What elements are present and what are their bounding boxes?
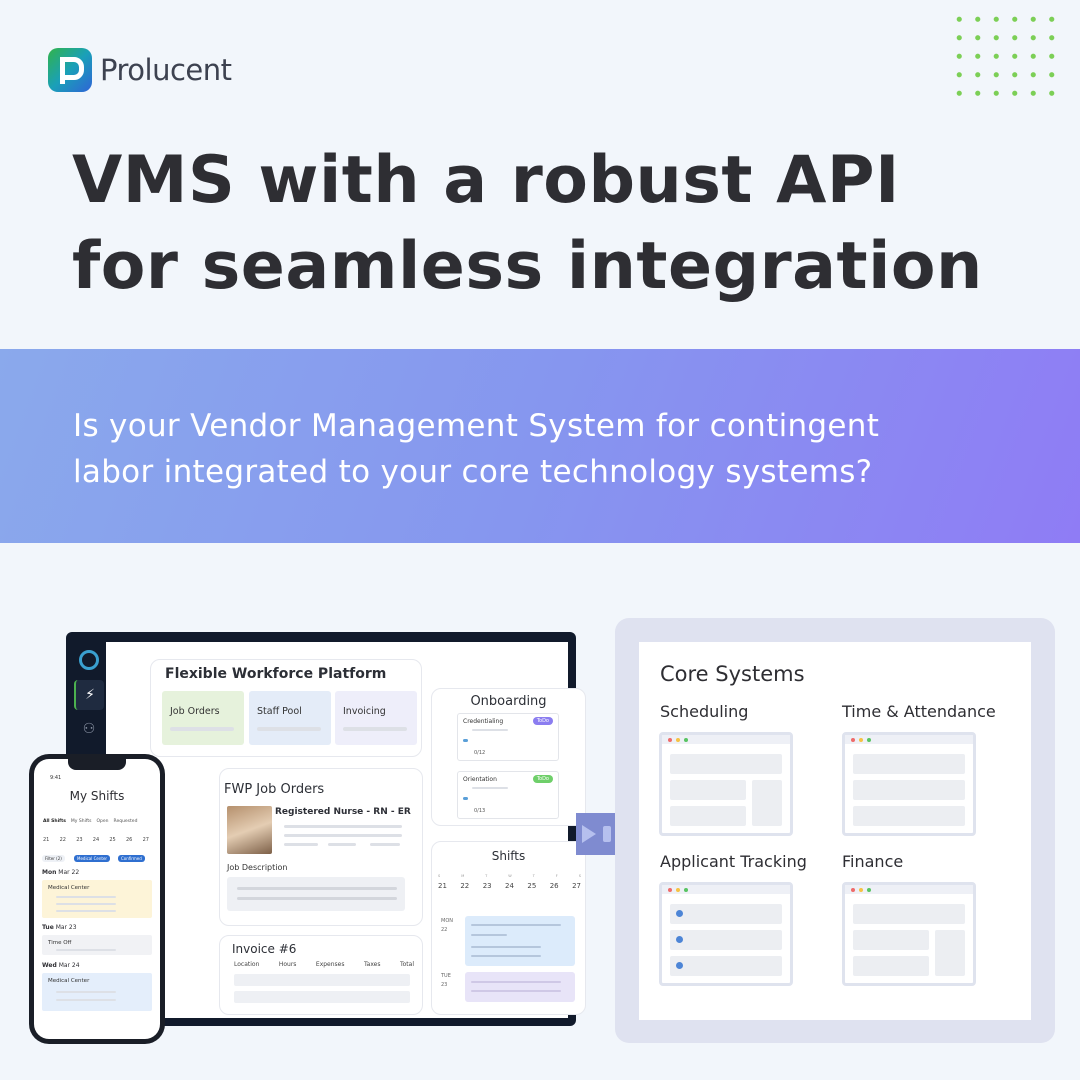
phone-shift-card[interactable]: Medical Center [42, 880, 152, 918]
status-badge: ToDo [532, 775, 553, 783]
sidebar-item-network-icon[interactable]: ⚇ [82, 721, 96, 737]
tile-job-orders[interactable]: Job Orders [162, 691, 244, 745]
onboarding-card: Onboarding Credentialing ToDo 0/12 Orien… [431, 688, 586, 826]
phone-screen: 9:41 My Shifts All Shifts My Shifts Open… [34, 759, 160, 1039]
onboarding-count: 0/12 [474, 750, 486, 756]
brand-name: Prolucent [100, 53, 232, 87]
finance-window[interactable] [842, 882, 976, 986]
decorative-dot-grid [950, 10, 1060, 102]
brand-logo: Prolucent [48, 48, 232, 92]
mobile-phone: 9:41 My Shifts All Shifts My Shifts Open… [29, 754, 165, 1044]
onboarding-count: 0/13 [474, 808, 486, 814]
shift-mon-label: MON [441, 918, 453, 924]
invoice-row [234, 974, 410, 986]
sidebar-logo-icon [79, 650, 99, 670]
scheduling-window[interactable] [659, 732, 793, 836]
invoice-title: Invoice #6 [232, 942, 297, 956]
chip-confirmed[interactable]: Confirmed [118, 855, 145, 862]
core-systems-title: Core Systems [660, 662, 805, 686]
band-question: Is your Vendor Management System for con… [73, 403, 879, 495]
shift-tue-date: 23 [441, 982, 448, 988]
shift-tue-label: TUE [441, 973, 451, 979]
headline: VMS with a robust API for seamless integ… [72, 138, 983, 310]
job-description-box [227, 877, 405, 911]
job-photo [227, 806, 272, 854]
shift-mon-date: 22 [441, 927, 448, 933]
job-orders-card: FWP Job Orders Registered Nurse - RN - E… [219, 768, 423, 926]
phone-title: My Shifts [69, 789, 125, 803]
section-time-attendance: Time & Attendance [842, 702, 996, 721]
onboarding-item[interactable]: Orientation ToDo 0/13 [457, 771, 559, 819]
filter-chip[interactable]: Filter (2) [42, 855, 65, 862]
onboarding-item[interactable]: Credentialing ToDo 0/12 [457, 713, 559, 761]
phone-day-mon: Mon Mar 22 [42, 869, 80, 876]
job-description-label: Job Description [227, 863, 288, 872]
phone-tabs: All Shifts My Shifts Open Requested [43, 819, 137, 824]
headline-line-2: for seamless integration [72, 229, 983, 304]
section-applicant-tracking: Applicant Tracking [660, 852, 807, 871]
tab-open[interactable]: Open [96, 819, 109, 824]
tab-my-shifts[interactable]: My Shifts [70, 819, 92, 824]
dashboard-monitor: ⚡ ⚇ W Flexible Workforce Platform Job Or… [66, 632, 586, 1026]
phone-shift-card[interactable]: Medical Center [42, 973, 152, 1011]
section-scheduling: Scheduling [660, 702, 749, 721]
job-orders-title: FWP Job Orders [224, 782, 325, 797]
platform-card: Flexible Workforce Platform Job Orders S… [150, 659, 422, 757]
status-badge: ToDo [532, 717, 553, 725]
chip-medical-center[interactable]: Medical Center [74, 855, 111, 862]
tile-invoicing[interactable]: Invoicing [335, 691, 417, 745]
job-role[interactable]: Registered Nurse - RN - ER [275, 807, 411, 817]
tab-requested[interactable]: Requested [113, 819, 138, 824]
tab-all-shifts[interactable]: All Shifts [43, 819, 66, 824]
tile-label: Job Orders [170, 706, 220, 717]
onboarding-item-name: Credentialing [463, 718, 504, 725]
question-band: Is your Vendor Management System for con… [0, 349, 1080, 543]
band-line-2: labor integrated to your core technology… [73, 454, 873, 490]
phone-time: 9:41 [50, 775, 62, 781]
tile-label: Invoicing [343, 706, 386, 717]
platform-title: Flexible Workforce Platform [165, 666, 387, 682]
section-finance: Finance [842, 852, 904, 871]
dashboard-screen: Flexible Workforce Platform Job Orders S… [106, 642, 586, 1018]
invoice-row [234, 991, 410, 1003]
band-line-1: Is your Vendor Management System for con… [73, 408, 880, 444]
phone-timeoff-card[interactable]: Time Off [42, 935, 152, 955]
core-systems-panel: Core Systems Scheduling Time & Attendanc… [615, 618, 1055, 1043]
shift-block[interactable] [465, 972, 575, 1002]
onboarding-item-name: Orientation [463, 776, 497, 783]
phone-day-tue: Tue Mar 23 [42, 924, 77, 931]
sidebar-item-flash-icon[interactable]: ⚡ [74, 680, 104, 710]
prolucent-logo-icon [48, 48, 92, 92]
api-connector-icon [576, 813, 616, 855]
tile-label: Staff Pool [257, 706, 302, 717]
tile-staff-pool[interactable]: Staff Pool [249, 691, 331, 745]
core-systems-inner: Core Systems Scheduling Time & Attendanc… [639, 642, 1031, 1020]
shift-block[interactable] [465, 916, 575, 966]
phone-day-wed: Wed Mar 24 [42, 962, 80, 969]
time-attendance-window[interactable] [842, 732, 976, 836]
headline-line-1: VMS with a robust API [72, 143, 900, 218]
onboarding-title: Onboarding [470, 694, 547, 709]
shifts-title: Shifts [491, 849, 526, 863]
applicant-tracking-window[interactable] [659, 882, 793, 986]
